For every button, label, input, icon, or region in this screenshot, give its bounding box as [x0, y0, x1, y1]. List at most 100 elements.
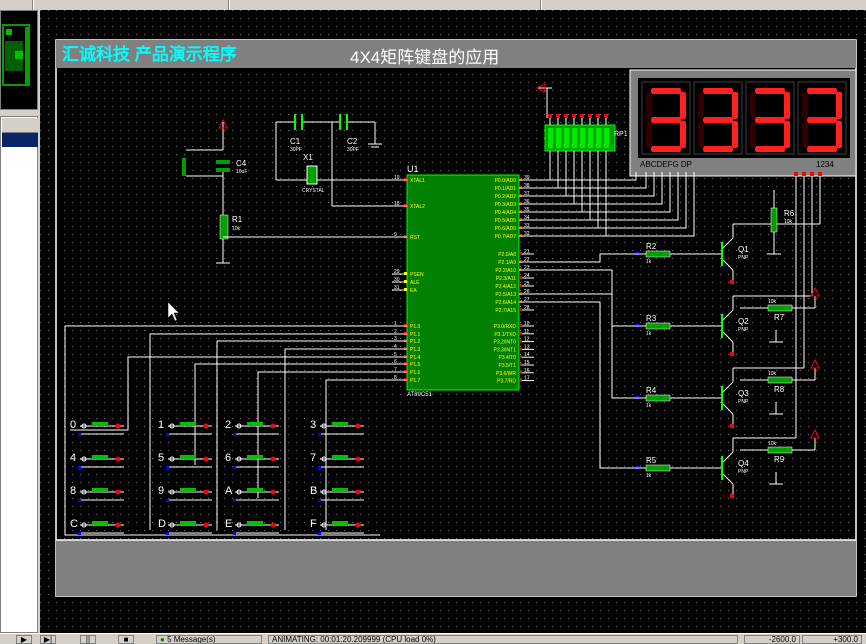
mcu-pin-number: 9 — [394, 232, 397, 238]
messages-count: 5 Message(s) — [167, 635, 216, 644]
keypad-key[interactable]: 3 — [310, 419, 364, 436]
pullup-resistor-ref: R8 — [774, 385, 785, 394]
display-digit — [797, 81, 847, 155]
mcu-pin-number: 14 — [524, 352, 530, 358]
transistor-type: PNP — [738, 469, 749, 475]
transistor-ref: Q2 — [738, 317, 749, 326]
device-list[interactable] — [0, 116, 38, 633]
keypad-key[interactable]: 8 — [70, 485, 124, 502]
mcu-pin-name: RST — [410, 235, 420, 241]
mcu-pin-number: 23 — [524, 265, 530, 271]
transistor-ref: Q3 — [738, 389, 749, 398]
mcu-pin-name: P0.7/AD7 — [495, 234, 517, 240]
info-icon: ● — [160, 635, 165, 644]
c1-ref: C1 — [290, 137, 301, 146]
seven-segment-display[interactable]: ABCDEFG DP 1234 — [629, 69, 857, 177]
mcu-ref: U1 — [407, 164, 419, 174]
keypad-key[interactable]: C — [70, 518, 124, 535]
driver-resistor-ref: R5 — [646, 456, 657, 465]
segment-pin-label: ABCDEFG DP — [640, 160, 692, 169]
mcu-pin-number: 7 — [394, 367, 397, 373]
mcu-pin-name: P3.6/WR — [496, 371, 516, 377]
mcu-pin-name: EA — [410, 288, 417, 294]
keypad-key[interactable]: F — [310, 518, 364, 535]
mcu-pin-name: P2.6/A14 — [495, 300, 516, 306]
pullup-resistor-value: 10k — [768, 299, 777, 305]
key-label: 3 — [310, 419, 316, 431]
p0-wiring — [519, 151, 695, 237]
schematic-canvas[interactable]: 汇诚科技 产品演示程序 4X4矩阵键盘的应用 ABCDEFG DP 1234 R… — [40, 10, 866, 633]
mcu-pin-name: P1.1 — [410, 332, 421, 338]
driver-resistor-value: 1k — [646, 331, 652, 337]
mcu-pin-number: 24 — [524, 273, 530, 279]
mcu-pin-number: 3 — [394, 336, 397, 342]
keypad-key[interactable]: 5 — [158, 452, 212, 469]
key-label: 0 — [70, 419, 76, 431]
keypad-key[interactable]: E — [225, 518, 279, 535]
mcu-pin-number: 15 — [524, 360, 530, 366]
key-label: 4 — [70, 452, 76, 464]
resistor-pack[interactable]: RP1 — [535, 83, 628, 152]
keypad-key[interactable]: D — [158, 518, 212, 535]
reset-circuit[interactable]: C4 10uF R1 10k — [182, 118, 407, 264]
mcu-pin-number: 6 — [394, 359, 397, 365]
mcu-pin-number: 32 — [524, 231, 530, 237]
keypad-key[interactable]: 4 — [70, 452, 124, 469]
mcu-pin-number: 17 — [524, 376, 530, 382]
mcu-pin-name: P2.2/A10 — [495, 268, 516, 274]
key-label: 9 — [158, 485, 164, 497]
keypad-key[interactable]: 7 — [310, 452, 364, 469]
overview-window[interactable] — [0, 10, 38, 110]
mcu-pin-number: 22 — [524, 257, 530, 263]
mcu-pin-number: 4 — [394, 344, 397, 350]
keypad-key[interactable]: 1 — [158, 419, 212, 436]
key-label: C — [70, 518, 78, 530]
mcu-pin-name: P1.4 — [410, 355, 421, 361]
keypad-key[interactable]: B — [310, 485, 364, 502]
mcu-pin-number: 28 — [524, 305, 530, 311]
keypad-key[interactable]: A — [225, 485, 279, 502]
keypad-key[interactable]: 0 — [70, 419, 124, 436]
p2-wiring — [519, 253, 640, 469]
mcu-pin-number: 11 — [524, 329, 529, 335]
driver-resistor-ref: R4 — [646, 386, 657, 395]
mcu-pin-name: XTAL2 — [410, 204, 425, 210]
sheet-footer — [56, 540, 856, 596]
mcu-pin-name: P3.3/INT1 — [493, 347, 516, 353]
transistor-type: PNP — [738, 399, 749, 405]
crystal[interactable] — [306, 165, 318, 185]
mcu-pin-number: 13 — [524, 344, 530, 350]
mcu-pin-number: 31 — [394, 285, 400, 291]
resistor-pack-label: RP1 — [614, 131, 628, 138]
c2-ref: C2 — [347, 137, 358, 146]
keypad-key[interactable]: 6 — [225, 452, 279, 469]
status-bar: ▶ ▶| || ■ ● 5 Message(s) ANIMATING: 00:0… — [0, 633, 866, 644]
mcu-pin-name: P1.5 — [410, 362, 421, 368]
mcu-pin-name: P1.0 — [410, 324, 421, 330]
mcu-pin-name: XTAL1 — [410, 178, 425, 184]
key-label: 8 — [70, 485, 76, 497]
mcu-pin-number: 36 — [524, 199, 530, 205]
vcc-arrow-icon — [810, 286, 820, 297]
title-bar — [56, 40, 856, 68]
mcu-pin-name: P0.1/AD1 — [495, 186, 517, 192]
schematic-workarea[interactable]: 汇诚科技 产品演示程序 4X4矩阵键盘的应用 ABCDEFG DP 1234 R… — [40, 10, 866, 633]
mcu-pin-name: P2.7/A15 — [495, 308, 516, 314]
oscillator-circuit[interactable]: C1 30PF C2 30PF X1 CRYSTAL — [275, 114, 407, 207]
reset-button[interactable] — [182, 158, 186, 176]
mcu-pin-number: 27 — [524, 297, 530, 303]
mcu-pin-number: 25 — [524, 281, 530, 287]
transistor-type: PNP — [738, 327, 749, 333]
keypad-key[interactable]: 2 — [225, 419, 279, 436]
keypad-key[interactable]: 9 — [158, 485, 212, 502]
r1-ref: R1 — [232, 215, 243, 224]
device-list-selected-item[interactable] — [2, 133, 38, 147]
mcu-pin-name: P0.2/AD2 — [495, 194, 517, 200]
mcu-pin-number: 2 — [394, 329, 397, 335]
r1-value: 10k — [232, 226, 241, 232]
mcu-pin-name: P3.2/INT0 — [493, 340, 516, 346]
